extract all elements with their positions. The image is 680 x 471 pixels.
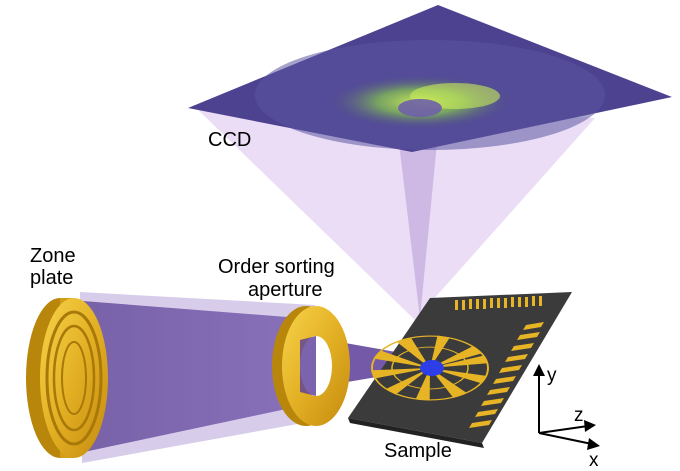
ccd-detector — [188, 5, 672, 152]
label-zone-plate-line1: Zone — [30, 245, 76, 267]
focusing-beam-outer — [80, 292, 320, 463]
central-stop — [398, 99, 442, 117]
scatter-cone-core — [395, 110, 440, 318]
siemens-star — [371, 335, 489, 401]
axis-label-z: z — [574, 405, 584, 426]
label-sample: Sample — [384, 440, 452, 462]
label-zone-plate-line2: plate — [30, 267, 73, 289]
axis-label-x: x — [589, 450, 599, 471]
beam-spot — [420, 360, 444, 376]
focusing-beam — [70, 300, 305, 455]
order-sorting-aperture — [272, 306, 350, 426]
label-osa-line2: aperture — [248, 279, 323, 301]
xyz-axes-icon — [533, 364, 600, 450]
label-osa-line1: Order sorting — [218, 256, 335, 278]
scatter-cone — [193, 105, 595, 320]
sample — [348, 292, 572, 448]
zone-plate — [26, 298, 108, 458]
label-ccd: CCD — [208, 129, 251, 151]
axis-label-y: y — [547, 365, 557, 386]
